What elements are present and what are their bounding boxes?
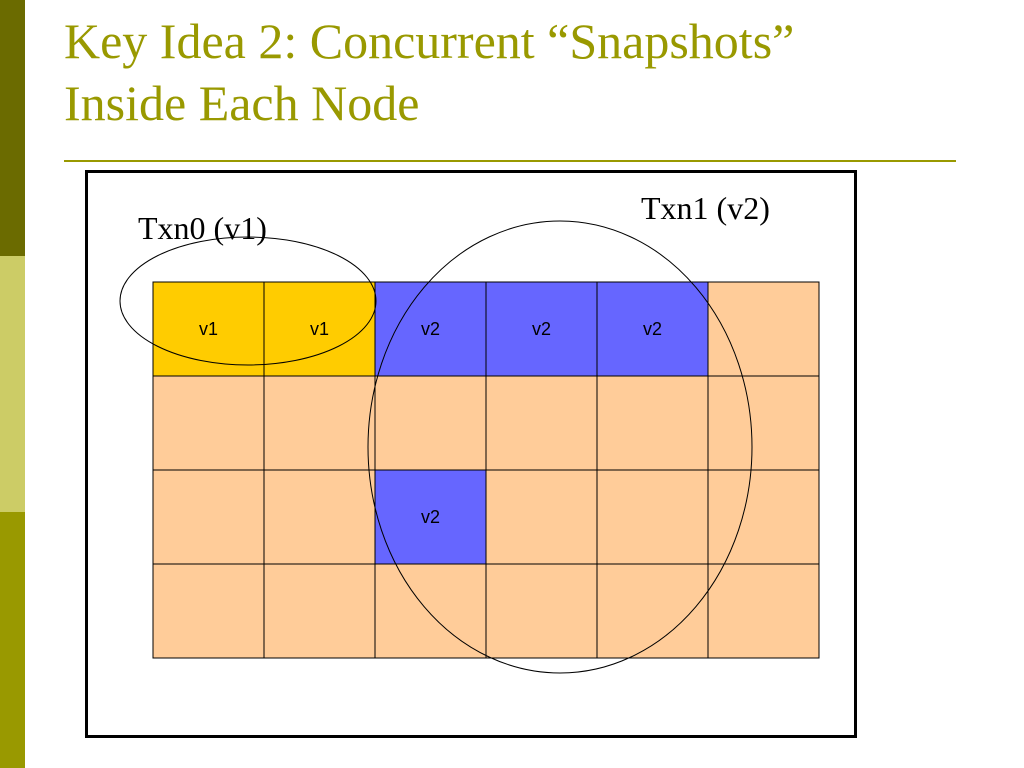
title-underline: [64, 160, 956, 162]
grid-cell-label: v1: [199, 319, 218, 339]
txn0-ellipse: [119, 236, 377, 366]
grid-cell: [152, 281, 265, 377]
grid-cell: [374, 375, 487, 471]
slide-title-line-2: Inside Each Node: [64, 75, 420, 131]
grid-cell: [596, 563, 709, 659]
grid-cell-label: v2: [643, 319, 662, 339]
sidebar-accent-middle: [0, 256, 25, 512]
txn0-label: Txn0 (v1): [138, 210, 267, 246]
grid-cell: [485, 563, 598, 659]
grid-cell: [152, 563, 265, 659]
grid-cells: [152, 281, 820, 659]
grid-cell: [263, 469, 376, 565]
grid-cell: [707, 375, 820, 471]
grid-cell: [596, 281, 709, 377]
grid-cell: [374, 563, 487, 659]
grid-cell: [263, 563, 376, 659]
grid-cell: [263, 375, 376, 471]
diagram-frame: v1 v1 v2 v2 v2 v2 Txn0 (v1) Txn1 (v2): [85, 170, 857, 738]
grid-cell-label: v2: [532, 319, 551, 339]
grid-cell: [596, 375, 709, 471]
grid-cell: [707, 469, 820, 565]
grid-cell: [596, 469, 709, 565]
sidebar-accent-top: [0, 0, 25, 256]
snapshot-diagram: v1 v1 v2 v2 v2 v2 Txn0 (v1) Txn1 (v2): [119, 190, 820, 674]
sidebar-accent-bottom: [0, 512, 25, 768]
grid-cell: [485, 469, 598, 565]
grid-labels: v1 v1 v2 v2 v2 v2: [199, 319, 662, 527]
grid-cell: [707, 281, 820, 377]
txn1-label: Txn1 (v2): [641, 190, 770, 226]
grid-cell: [152, 375, 265, 471]
grid-cell-label: v2: [421, 507, 440, 527]
grid-cell: [374, 281, 487, 377]
txn1-ellipse: [367, 220, 753, 674]
grid-cell: [263, 281, 376, 377]
grid-cell: [485, 281, 598, 377]
grid-cell-label: v1: [310, 319, 329, 339]
slide-title-line-1: Key Idea 2: Concurrent “Snapshots”: [64, 13, 795, 69]
grid-cell: [707, 563, 820, 659]
grid-cell: [485, 375, 598, 471]
slide-title: Key Idea 2: Concurrent “Snapshots” Insid…: [64, 10, 1004, 134]
grid-cell: [374, 469, 487, 565]
grid-cell-label: v2: [421, 319, 440, 339]
grid-cell: [152, 469, 265, 565]
